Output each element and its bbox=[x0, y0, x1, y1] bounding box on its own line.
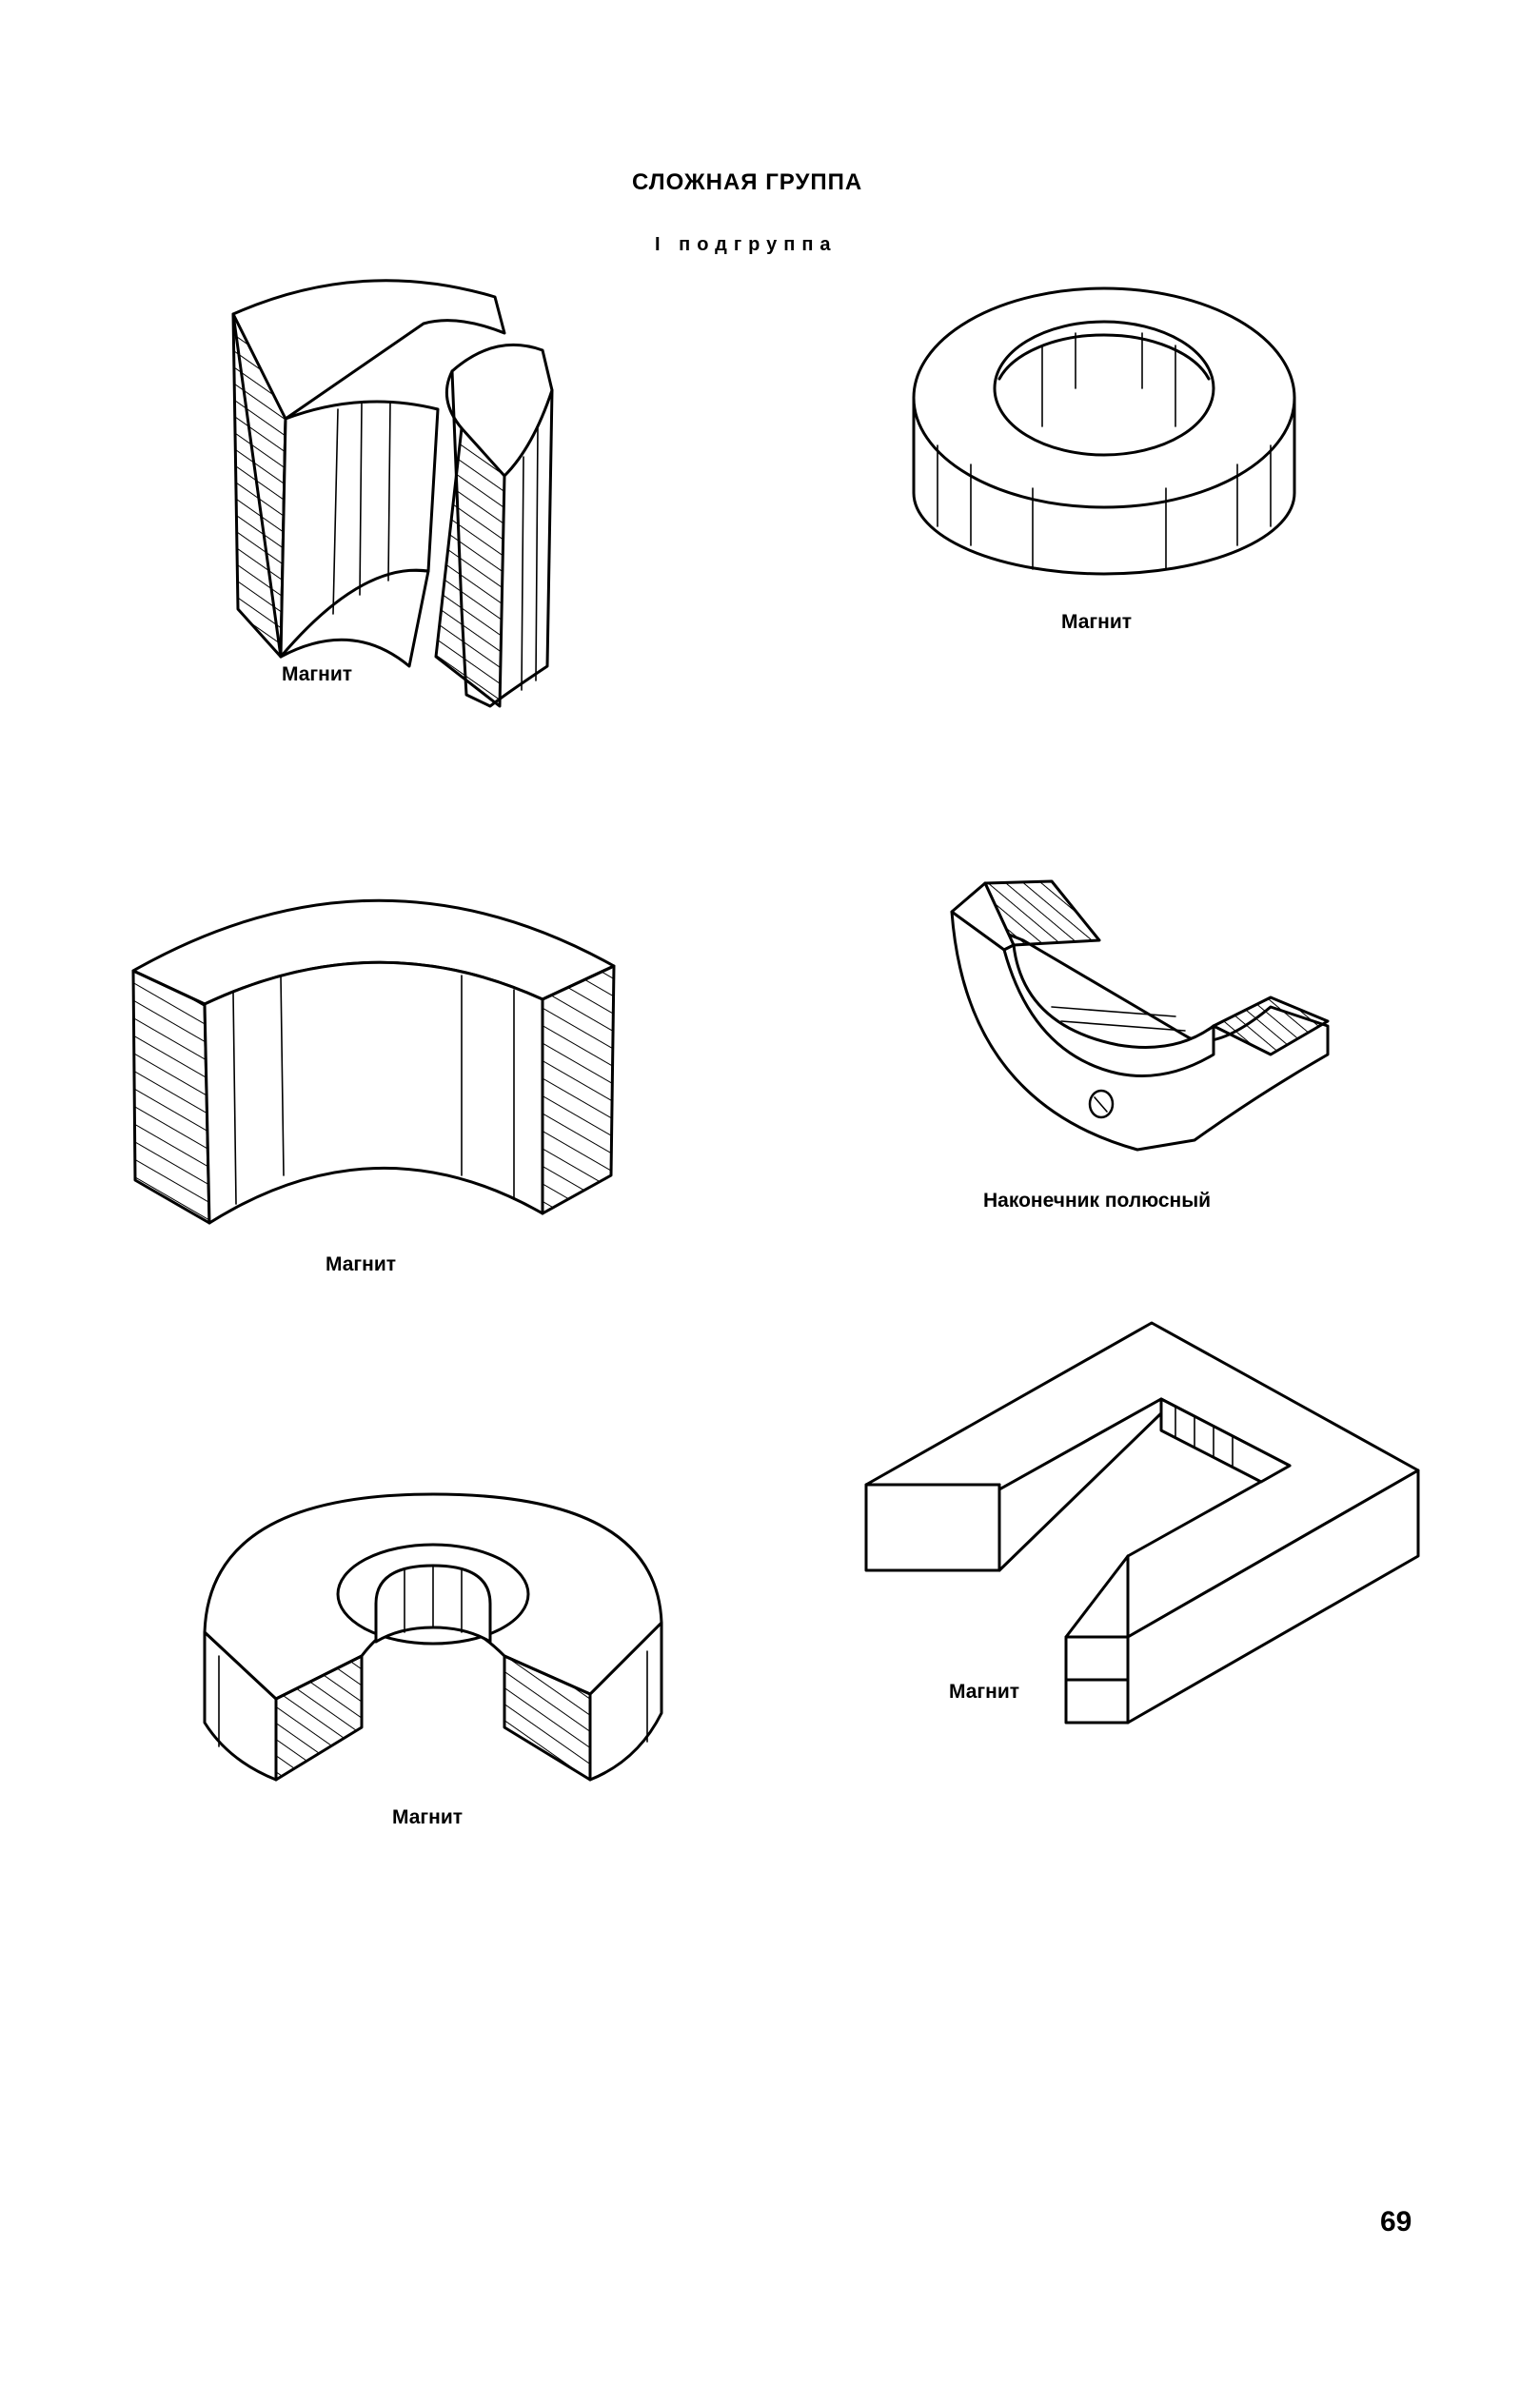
cut-ring-magnet-icon bbox=[203, 1492, 663, 1782]
ring-magnet-icon bbox=[912, 286, 1296, 576]
caption-magnet-3: Магнит bbox=[326, 1253, 397, 1275]
caption-magnet-1: Магнит bbox=[282, 663, 353, 685]
subgroup-title: I подгруппа bbox=[655, 234, 838, 255]
page-number: 69 bbox=[1380, 2206, 1412, 2237]
split-cylinder-sleeve-icon bbox=[231, 279, 554, 708]
caption-magnet-6: Магнит bbox=[949, 1681, 1020, 1703]
pole-tip-icon bbox=[950, 879, 1330, 1152]
u-shaped-magnet-icon bbox=[864, 1321, 1420, 1725]
caption-magnet-5: Магнит bbox=[392, 1806, 464, 1828]
arc-segment-magnet-icon bbox=[131, 898, 616, 1225]
caption-pole-tip: Наконечник полюсный bbox=[983, 1190, 1212, 1212]
caption-magnet-2: Магнит bbox=[1061, 611, 1133, 633]
section-title: СЛОЖНАЯ ГРУППА bbox=[632, 169, 863, 195]
